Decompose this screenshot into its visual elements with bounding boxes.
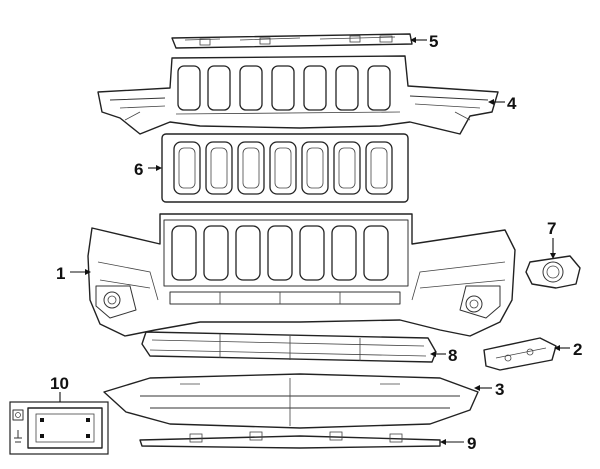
part-6-grille-insert[interactable] bbox=[161, 133, 409, 203]
callout-6: 6 bbox=[134, 160, 143, 179]
part-3-lower-fascia[interactable] bbox=[103, 373, 479, 429]
callout-5: 5 bbox=[429, 32, 438, 51]
callout-10: 10 bbox=[50, 374, 69, 393]
part-7-fog-lamp-bezel[interactable] bbox=[525, 255, 581, 289]
callout-1: 1 bbox=[56, 264, 65, 283]
callout-3: 3 bbox=[495, 380, 504, 399]
leader-6 bbox=[148, 165, 162, 171]
part-8-lower-grille-trim[interactable] bbox=[141, 331, 437, 363]
leader-8 bbox=[430, 351, 446, 357]
leader-9 bbox=[440, 439, 464, 445]
callout-2: 2 bbox=[573, 340, 582, 359]
callout-7: 7 bbox=[547, 219, 556, 238]
leader-7 bbox=[550, 238, 556, 259]
leader-3 bbox=[474, 385, 492, 391]
part-4-grille-support[interactable] bbox=[97, 55, 499, 135]
callout-9: 9 bbox=[467, 434, 476, 453]
part-2-bracket[interactable] bbox=[483, 337, 557, 371]
part-9-air-deflector[interactable] bbox=[139, 431, 441, 449]
leader-5 bbox=[410, 37, 427, 43]
callout-4: 4 bbox=[507, 94, 517, 113]
leader-1 bbox=[70, 269, 91, 275]
part-10-license-plate-kit[interactable] bbox=[9, 401, 109, 455]
leader-4 bbox=[488, 99, 505, 105]
leader-2 bbox=[554, 345, 570, 351]
callout-8: 8 bbox=[448, 346, 457, 365]
part-1-bumper-fascia[interactable] bbox=[87, 213, 516, 337]
part-5-upper-bracket[interactable] bbox=[171, 33, 413, 49]
